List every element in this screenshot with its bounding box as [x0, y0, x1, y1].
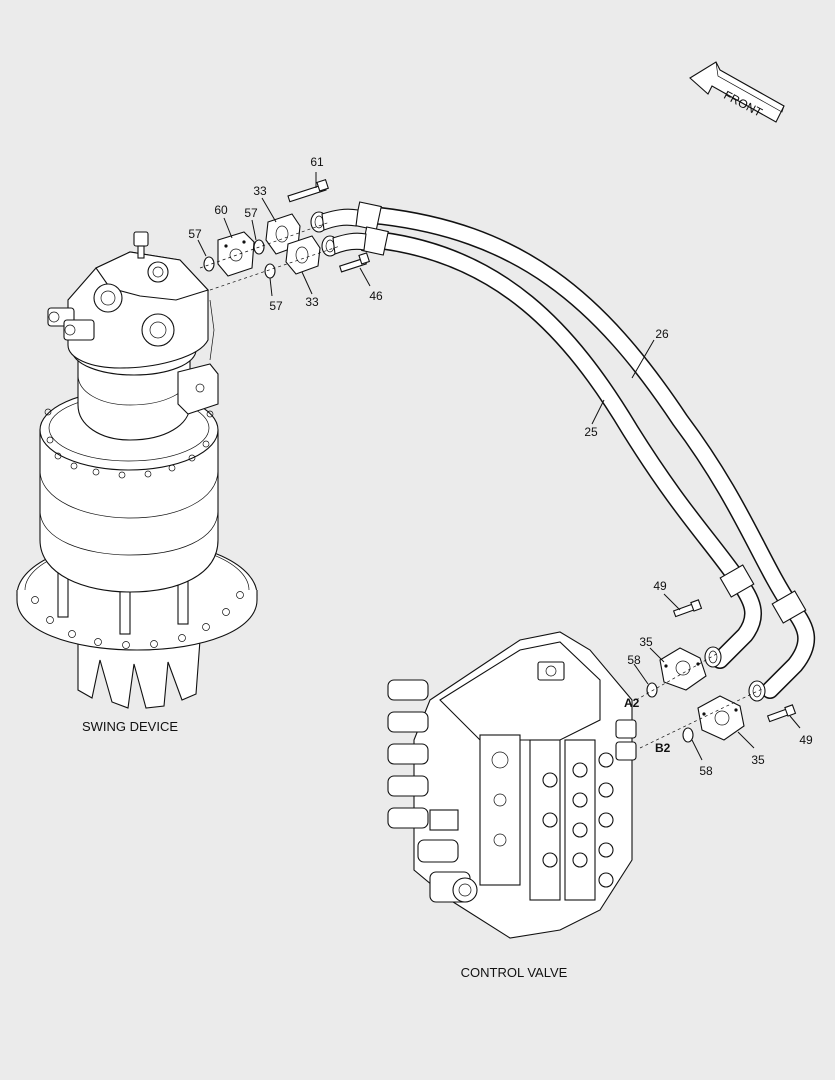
callout-25: 25 — [584, 425, 598, 439]
callout-33-top: 33 — [253, 184, 267, 198]
hose-26 — [354, 201, 816, 699]
callout-57-a: 57 — [244, 206, 258, 220]
callout-35-bottom: 35 — [751, 753, 765, 767]
callout-33-bottom: 33 — [305, 295, 319, 309]
callout-57-b: 57 — [188, 227, 202, 241]
callout-49-bottom: 49 — [799, 733, 813, 747]
o-ring-icon — [264, 263, 276, 279]
o-ring-icon — [203, 256, 215, 272]
control-valve — [387, 631, 637, 939]
swing-device-caption: SWING DEVICE — [82, 719, 178, 734]
bolt-49-top-icon — [672, 599, 703, 618]
front-arrow: FRONT — [689, 61, 785, 123]
callout-60: 60 — [214, 203, 228, 217]
lower-fittings — [635, 599, 797, 749]
leader-lines — [197, 172, 801, 761]
port-a2-label: A2 — [624, 696, 640, 710]
swing-device — [16, 231, 258, 709]
callout-35-top: 35 — [639, 635, 653, 649]
callout-49-top: 49 — [653, 579, 667, 593]
drum-bolts — [44, 408, 214, 479]
callout-57-c: 57 — [269, 299, 283, 313]
bolt-61-icon — [287, 178, 329, 203]
callout-58-bottom: 58 — [699, 764, 713, 778]
flange-holes — [31, 591, 244, 649]
hose-25 — [361, 226, 762, 669]
control-valve-caption: CONTROL VALVE — [461, 965, 568, 980]
valve-spools — [387, 679, 471, 903]
callouts: 61 33 60 57 57 57 33 46 26 25 49 35 58 4… — [188, 155, 813, 778]
valve-ports-right — [542, 752, 614, 888]
callout-58-top: 58 — [627, 653, 641, 667]
bolt-46-icon — [339, 252, 371, 273]
bolt-49-bottom-icon — [766, 704, 797, 723]
o-ring-icon — [682, 727, 694, 743]
upper-fittings — [199, 178, 371, 291]
callout-46: 46 — [369, 289, 383, 303]
o-ring-icon — [646, 682, 658, 698]
callout-61: 61 — [310, 155, 324, 169]
port-b2-label: B2 — [655, 741, 671, 755]
callout-26: 26 — [655, 327, 669, 341]
